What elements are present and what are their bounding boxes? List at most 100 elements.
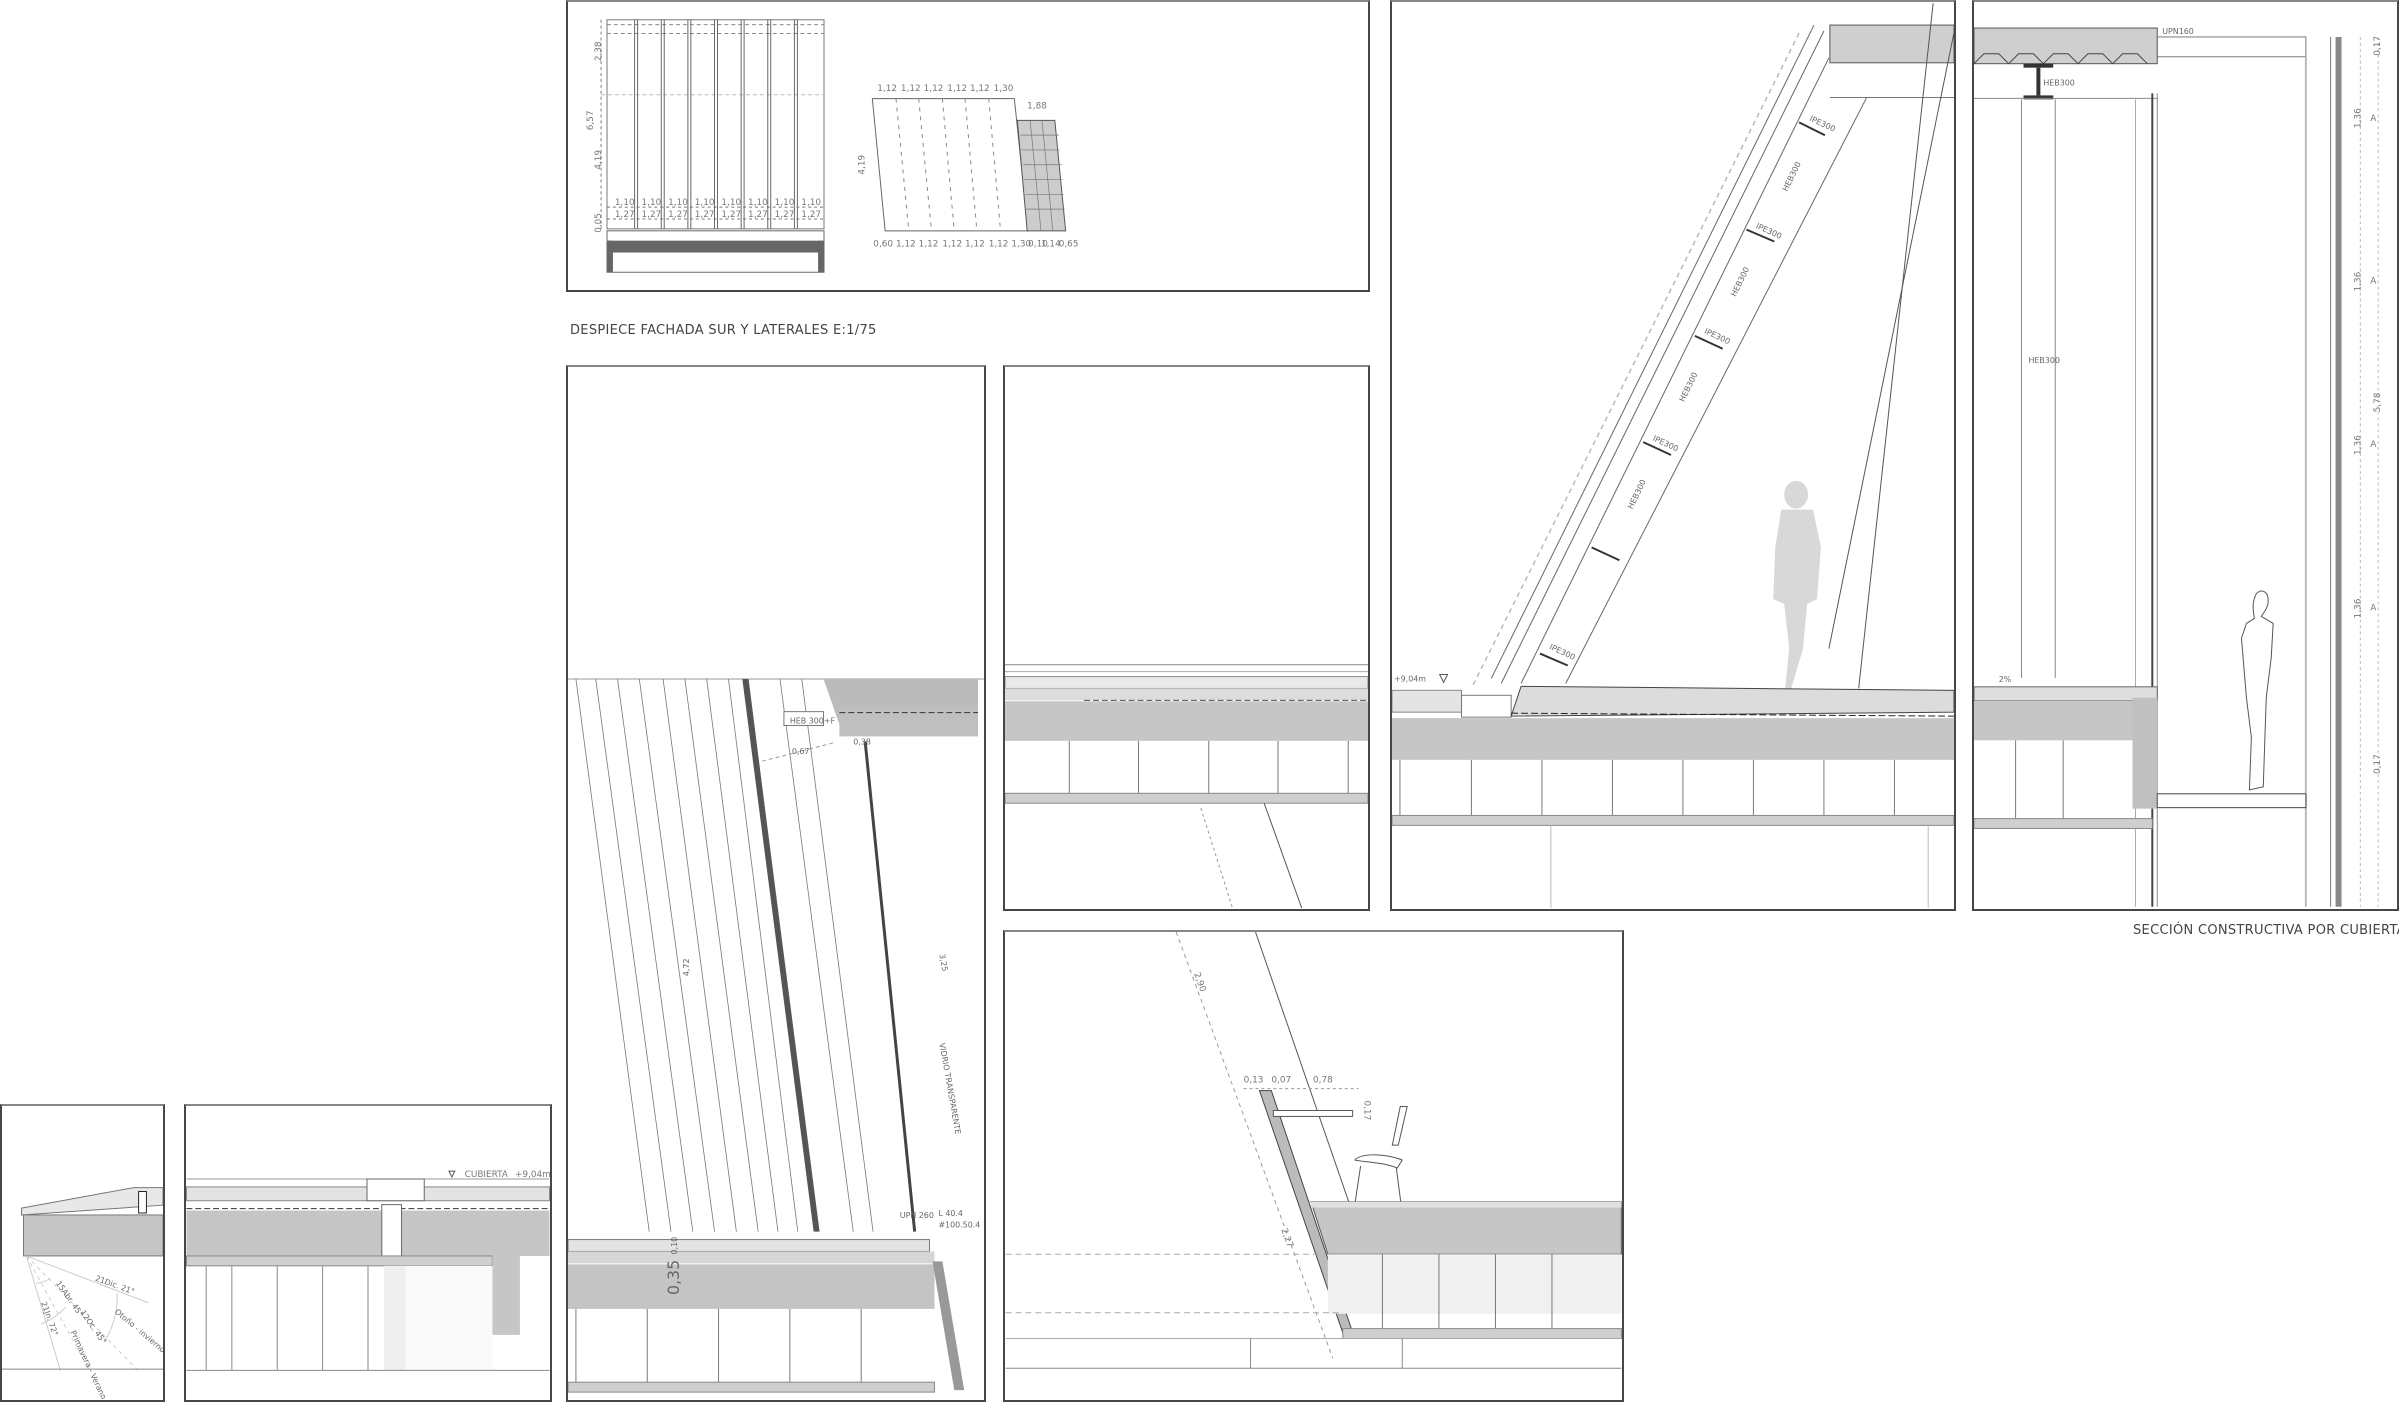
beam-label: HEB300 bbox=[1626, 478, 1648, 510]
dim-label: 1,36 bbox=[2353, 598, 2363, 618]
beam-label: IPE300 bbox=[1755, 221, 1784, 241]
dim-width: 1,27 bbox=[721, 210, 741, 220]
chair-icon bbox=[1354, 1106, 1408, 1206]
dim-width: 1,10 bbox=[668, 198, 688, 208]
dim-label: 1,36 bbox=[2353, 108, 2363, 128]
profile-label: #100.50.4 bbox=[938, 1221, 980, 1230]
seat-section-panel: 2,90 2,27 0,13 0,07 0,78 0,17 bbox=[1003, 930, 1624, 1402]
person-outline bbox=[2240, 590, 2274, 791]
dim-label: 4,72 bbox=[682, 959, 691, 977]
dim-width: 1,12 bbox=[924, 84, 944, 94]
facade-elevation-panel: 2,38 6,57 4,19 0,05 1,10 1,10 1,10 1,10 … bbox=[566, 0, 1370, 292]
dim-width: 1,10 bbox=[801, 198, 821, 208]
season-label: Otoño - invierno bbox=[113, 1307, 163, 1354]
dim-width: 1,12 bbox=[947, 84, 967, 94]
roof-drain-drawing: CUBIERTA +9,04m bbox=[186, 1170, 550, 1371]
beam-label: HEB300 bbox=[1781, 160, 1803, 192]
mark-label: A bbox=[2370, 114, 2377, 124]
sun-angle-label: 21Jn. 72° bbox=[39, 1300, 60, 1337]
dim-width: 1,10 bbox=[775, 198, 795, 208]
beam-label: UPN160 bbox=[2162, 27, 2194, 36]
dim-label: 5,78 bbox=[2373, 392, 2383, 412]
mark-label: A bbox=[2370, 604, 2377, 614]
dim-width: 1,27 bbox=[775, 210, 795, 220]
dim-label: 0,78 bbox=[1313, 1076, 1333, 1086]
dim-width: 0,65 bbox=[1059, 240, 1079, 250]
dim-height: 4,19 bbox=[857, 155, 867, 175]
dim-width: 1,27 bbox=[668, 210, 688, 220]
beam-label: HEB300 bbox=[1729, 266, 1751, 298]
level-value: +9,04m bbox=[515, 1170, 550, 1180]
dim-width: 1,30 bbox=[994, 84, 1014, 94]
dim-width: 1,12 bbox=[877, 84, 897, 94]
dim-label: 0,13 bbox=[1244, 1076, 1264, 1086]
dim-height-2: 6,57 bbox=[586, 110, 596, 130]
mark-label: A bbox=[2370, 440, 2377, 450]
slope-section-drawing: IPE300 HEB300 IPE300 HEB300 IPE300 HEB30… bbox=[1392, 3, 1954, 908]
glass-label: VIDRIO TRANSPARENTE bbox=[937, 1042, 962, 1135]
dim-width: 1,27 bbox=[642, 210, 662, 220]
dim-height-3: 4,19 bbox=[594, 150, 604, 170]
dim-label: 1,36 bbox=[2353, 435, 2363, 455]
section-caption: SECCIÓN CONSTRUCTIVA POR CUBIERTAS E:1/2 bbox=[2133, 923, 2399, 938]
tall-section-panel: HEB 300+F 0,67 0,38 VIDRIO TRANSPARENTE … bbox=[566, 365, 986, 1402]
beam-label: HEB300 bbox=[2028, 356, 2059, 365]
dim-width: 1,30 bbox=[1011, 240, 1031, 250]
slope-label: 2% bbox=[1999, 675, 2012, 684]
dim-height-1: 2,38 bbox=[594, 41, 604, 61]
dim-width: 1,12 bbox=[989, 240, 1009, 250]
dim-label: 1,36 bbox=[2353, 271, 2363, 291]
tall-section-drawing: HEB 300+F 0,67 0,38 VIDRIO TRANSPARENTE … bbox=[568, 678, 984, 1393]
dim-width: 1,12 bbox=[965, 240, 985, 250]
beam-label: IPE300 bbox=[1651, 434, 1680, 454]
dim-label: 0,07 bbox=[1271, 1076, 1291, 1086]
dim-label: 0,67 bbox=[792, 747, 810, 756]
dim-label: 0,17 bbox=[2373, 754, 2383, 774]
dim-height-4: 0,05 bbox=[594, 213, 604, 233]
dim-width: 0,60 bbox=[873, 240, 893, 250]
dim-label: 0,10 bbox=[670, 1237, 679, 1255]
dim-width: 1,10 bbox=[642, 198, 662, 208]
flat-roof-panel bbox=[1003, 365, 1370, 911]
dim-width: 1,12 bbox=[919, 240, 939, 250]
person-silhouette bbox=[1773, 480, 1821, 689]
dim-width: 1,27 bbox=[748, 210, 768, 220]
roof-drain-panel: CUBIERTA +9,04m bbox=[184, 1104, 552, 1402]
dim-label: 0,38 bbox=[853, 737, 871, 746]
dim-width: 0,10 bbox=[1028, 240, 1048, 250]
facade-caption: DESPIECE FACHADA SUR Y LATERALES E:1/75 bbox=[570, 323, 877, 338]
dim-width: 1,10 bbox=[615, 198, 635, 208]
flat-roof-drawing bbox=[1005, 664, 1368, 909]
dim-width: 1,10 bbox=[748, 198, 768, 208]
dim-label: 2,27 bbox=[1278, 1227, 1294, 1249]
dim-label: 3,25 bbox=[937, 953, 949, 972]
dim-width: 1,12 bbox=[896, 240, 916, 250]
level-marker-icon bbox=[448, 1170, 456, 1179]
beam-label: HEB 300+F bbox=[790, 717, 836, 726]
level-label: +9,04m bbox=[1394, 674, 1426, 683]
beam-label: UPN 260 bbox=[900, 1211, 934, 1220]
sun-angle-drawing: 21Dic. 21° 15Abr. 45° 21Jn. 72° 12Oc. 45… bbox=[2, 1187, 163, 1400]
facade-elevation-drawing: 2,38 6,57 4,19 0,05 1,10 1,10 1,10 1,10 … bbox=[586, 19, 1079, 273]
mark-label: A bbox=[2370, 277, 2377, 287]
seat-section-drawing: 2,90 2,27 0,13 0,07 0,78 0,17 bbox=[1005, 932, 1622, 1369]
right-section-panel: HEB300 UPN160 HEB300 0,17 1,36 A 1,36 A … bbox=[1972, 0, 2399, 911]
beam-label: HEB300 bbox=[2043, 78, 2074, 87]
dim-width: 1,27 bbox=[695, 210, 715, 220]
sun-angle-panel: 21Dic. 21° 15Abr. 45° 21Jn. 72° 12Oc. 45… bbox=[0, 1104, 165, 1402]
dim-width: 1,12 bbox=[942, 240, 962, 250]
beam-label: IPE300 bbox=[1808, 114, 1837, 134]
dim-label: 0,17 bbox=[2373, 36, 2383, 56]
level-label: CUBIERTA bbox=[465, 1170, 508, 1180]
beam-label: IPE300 bbox=[1703, 327, 1732, 347]
dim-label: 2,90 bbox=[1191, 971, 1207, 993]
sun-angle-label: 21Dic. 21° bbox=[94, 1274, 136, 1297]
dim-width: 1,10 bbox=[695, 198, 715, 208]
dim-width: 1,12 bbox=[901, 84, 921, 94]
dim-label: 0,17 bbox=[1362, 1101, 1372, 1121]
dim-width: 1,14 bbox=[1041, 240, 1061, 250]
slab-thickness: 0,35 bbox=[664, 1260, 683, 1295]
beam-label: HEB300 bbox=[1678, 371, 1700, 403]
dim-width: 1,88 bbox=[1027, 102, 1047, 112]
right-section-drawing: HEB300 UPN160 HEB300 0,17 1,36 A 1,36 A … bbox=[1974, 27, 2383, 907]
